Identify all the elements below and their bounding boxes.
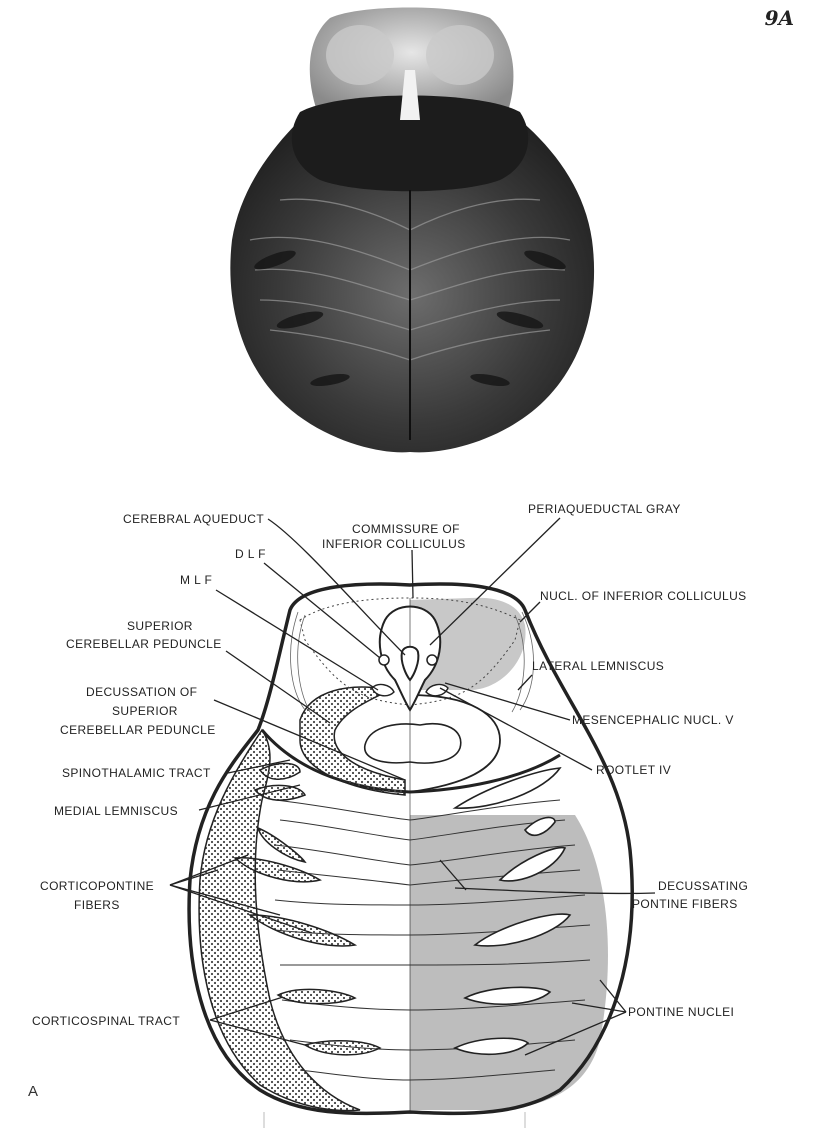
label-commissure-line2: INFERIOR COLLICULUS	[322, 537, 466, 551]
page-number: 9A	[764, 6, 794, 30]
label-periaqueductal-gray: PERIAQUEDUCTAL GRAY	[528, 502, 681, 516]
label-nucl-inferior-colliculus: NUCL. OF INFERIOR COLLICULUS	[540, 589, 747, 603]
leader-lines	[169, 517, 656, 1056]
label-medial-lemniscus: MEDIAL LEMNISCUS	[54, 804, 178, 818]
label-corticospinal-tract: CORTICOSPINAL TRACT	[32, 1014, 180, 1028]
label-commissure-line1: COMMISSURE OF	[352, 522, 460, 536]
label-scp-line2: CEREBELLAR PEDUNCLE	[66, 637, 222, 651]
pons-outline-diagram	[187, 582, 634, 1116]
label-lateral-lemniscus: LATERAL LEMNISCUS	[532, 659, 664, 673]
label-mesencephalic-nucl: MESENCEPHALIC NUCL. V	[572, 713, 734, 727]
label-pontine-nuclei: PONTINE NUCLEI	[628, 1005, 734, 1019]
label-corticopontine-line2: FIBERS	[74, 898, 120, 912]
label-rootlet: ROOTLET IV	[596, 763, 671, 777]
label-dlf: D L F	[235, 547, 266, 561]
diagram-labels: CEREBRAL AQUEDUCT COMMISSURE OF INFERIOR…	[32, 502, 748, 1028]
label-decussation-line2: SUPERIOR	[112, 704, 178, 718]
label-scp-line1: SUPERIOR	[127, 619, 193, 633]
label-decussating-line1: DECUSSATING	[658, 879, 748, 893]
label-decussation-line1: DECUSSATION OF	[86, 685, 197, 699]
label-corticopontine-line1: CORTICOPONTINE	[40, 879, 154, 893]
panel-letter: A	[28, 1083, 39, 1100]
label-decussating-line2: PONTINE FIBERS	[632, 897, 738, 911]
label-mlf: M L F	[180, 573, 212, 587]
label-cerebral-aqueduct: CEREBRAL AQUEDUCT	[123, 512, 264, 526]
stained-section-photograph	[230, 7, 595, 453]
label-decussation-line3: CEREBELLAR PEDUNCLE	[60, 723, 216, 737]
label-spinothalamic-tract: SPINOTHALAMIC TRACT	[62, 766, 211, 780]
